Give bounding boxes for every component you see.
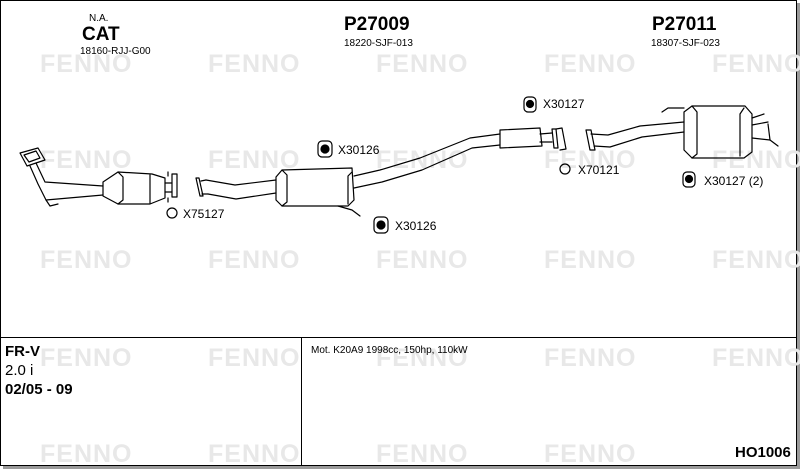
exhaust-system-diagram [19,96,779,234]
watermark: FENNO [208,50,301,78]
rubber-mount-icon[interactable] [682,171,696,188]
watermark: FENNO [40,440,133,468]
watermark: FENNO [376,50,469,78]
watermark: FENNO [40,146,133,174]
part-code-p27009[interactable]: P27009 [344,14,410,35]
part-label-x30127-right[interactable]: X30127 (2) [704,174,764,188]
info-divider-vertical [301,337,302,466]
watermark: FENNO [208,146,301,174]
vehicle-model: FR-V [5,343,40,360]
part-label-x70121[interactable]: X70121 [578,163,620,177]
part-code-cat[interactable]: CAT [82,24,120,45]
catalytic-converter-front-pipe[interactable] [19,147,178,207]
watermark: FENNO [208,440,301,468]
info-divider-horizontal [0,337,797,338]
oe-number-p27009: 18220-SJF-013 [344,38,413,49]
oe-number-cat: 18160-RJJ-G00 [80,46,151,57]
watermark: FENNO [544,344,637,372]
watermark: FENNO [376,146,469,174]
drawing-code: HO1006 [735,444,791,461]
oe-number-p27011: 18307-SJF-023 [651,38,720,49]
watermark: FENNO [544,246,637,274]
motor-spec: Mot. K20A9 1998cc, 150hp, 110kW [311,345,468,356]
watermark: FENNO [544,50,637,78]
watermark: FENNO [712,50,800,78]
gasket-ring-icon[interactable] [559,163,571,175]
rubber-mount-icon[interactable] [373,216,389,234]
rubber-mount-icon[interactable] [523,96,537,113]
vehicle-years: 02/05 - 09 [5,381,73,398]
watermark: FENNO [712,246,800,274]
rubber-mount-icon[interactable] [317,140,333,158]
watermark: FENNO [208,246,301,274]
watermark: FENNO [712,344,800,372]
part-code-p27011[interactable]: P27011 [652,14,717,35]
frame-shadow-bottom [3,466,800,469]
gasket-ring-icon[interactable] [166,207,178,219]
part-label-x30126-bottom[interactable]: X30126 [395,219,437,233]
watermark: FENNO [712,146,800,174]
cat-note: N.A. [89,13,109,24]
frame-shadow-right [797,3,800,469]
watermark: FENNO [376,246,469,274]
watermark: FENNO [376,440,469,468]
front-silencer-p27009[interactable] [195,127,567,217]
watermark: FENNO [544,440,637,468]
rear-silencer-p27011[interactable] [585,105,779,159]
watermark: FENNO [40,344,133,372]
watermark: FENNO [376,344,469,372]
watermark: FENNO [544,146,637,174]
watermark: FENNO [40,50,133,78]
watermark: FENNO [208,344,301,372]
part-label-x30127-top[interactable]: X30127 [543,97,585,111]
vehicle-engine: 2.0 i [5,362,34,379]
watermark: FENNO [40,246,133,274]
part-label-x30126-top[interactable]: X30126 [338,143,380,157]
part-label-x75127[interactable]: X75127 [183,207,225,221]
